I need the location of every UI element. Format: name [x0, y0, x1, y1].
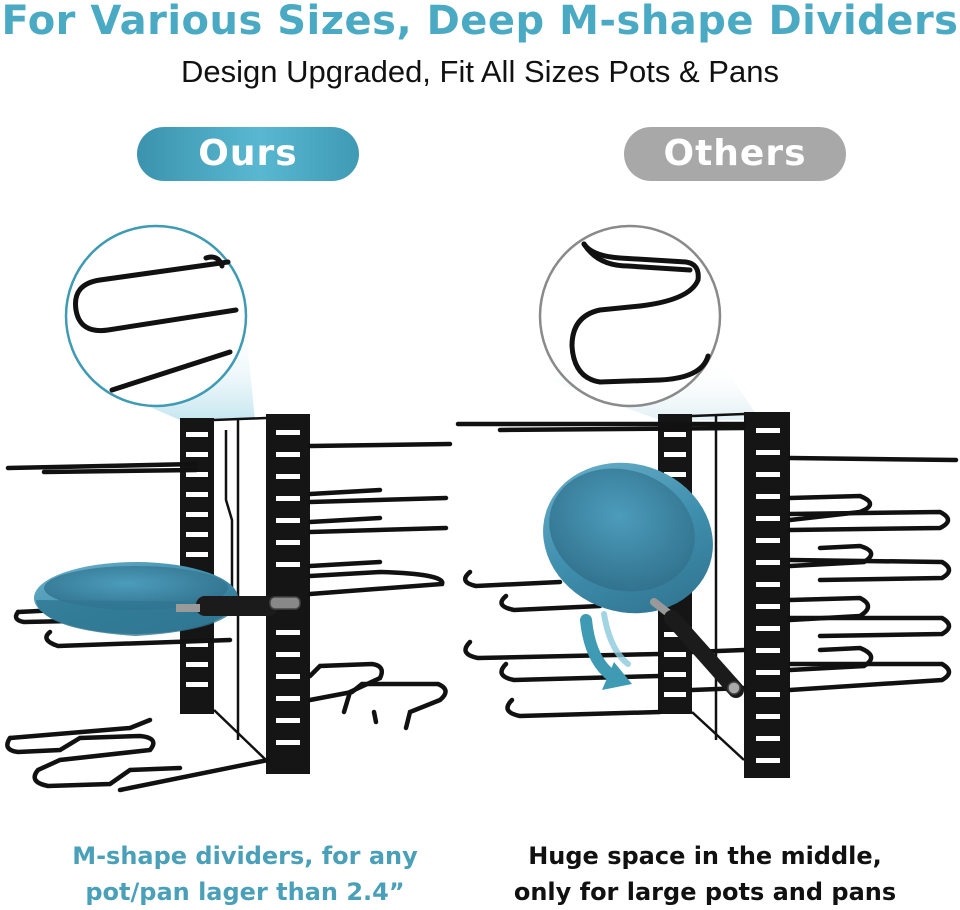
others-caption-line-2: only for large pots and pans: [513, 878, 897, 906]
headline: For Various Sizes, Deep M-shape Dividers: [1, 0, 959, 44]
others-rack: [455, 412, 959, 778]
others-zoom-circle: [538, 224, 760, 420]
ours-caption-line-1: M-shape dividers, for any: [72, 842, 418, 870]
others-badge: Others: [624, 127, 846, 181]
others-pan: [543, 462, 744, 698]
curved-arrow-icon: [580, 611, 632, 690]
subheadline: Design Upgraded, Fit All Sizes Pots & Pa…: [181, 54, 779, 89]
ours-caption: M-shape dividers, for any pot/pan lager …: [30, 838, 460, 910]
others-caption-line-1: Huge space in the middle,: [528, 842, 882, 870]
ours-pan: [34, 562, 301, 636]
ours-zoom-circle: [64, 224, 255, 420]
ours-caption-line-2: pot/pan lager than 2.4”: [85, 878, 405, 906]
others-caption: Huge space in the middle, only for large…: [470, 838, 940, 910]
ours-badge: Ours: [137, 127, 359, 181]
